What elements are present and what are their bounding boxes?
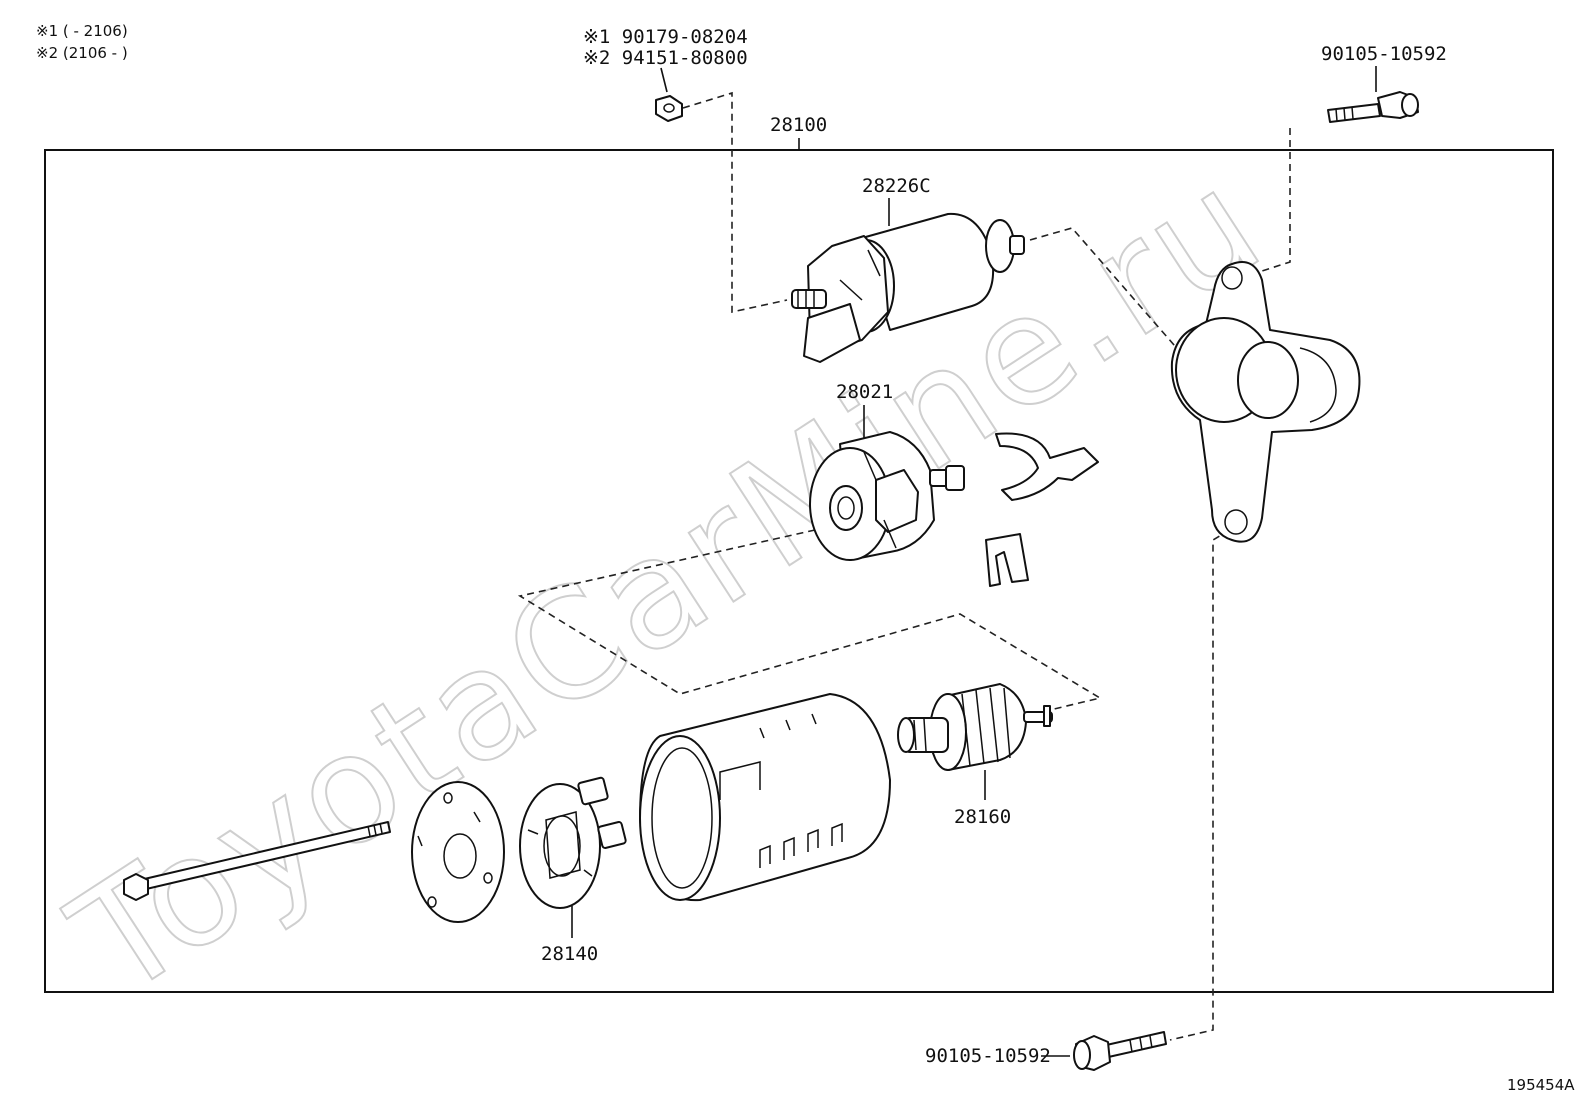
housing-icon[interactable] [1170, 261, 1361, 543]
leader-nut [660, 67, 668, 93]
diagram-code: 195454A [1507, 1076, 1575, 1094]
bolt-top-icon[interactable] [1327, 91, 1419, 123]
through-bolt-icon[interactable] [123, 821, 391, 901]
dash-motor-frame [517, 529, 1103, 711]
nut-icon[interactable] [655, 95, 683, 122]
shift-lever-icon[interactable] [995, 432, 1099, 501]
label-solenoid[interactable]: 28226C [862, 175, 931, 197]
armature-icon[interactable] [897, 683, 1053, 771]
note-2: ※2 (2106 - ) [36, 44, 128, 62]
end-plate-icon[interactable] [411, 781, 505, 923]
motor-unit-icon[interactable] [809, 431, 965, 561]
label-bolt-bottom[interactable]: 90105-10592 [925, 1045, 1051, 1067]
yoke-icon[interactable] [639, 693, 891, 902]
label-bolt-top[interactable]: 90105-10592 [1321, 43, 1447, 65]
dash-nut-solenoid [682, 91, 788, 313]
solenoid-icon[interactable] [791, 212, 1025, 363]
label-brush-holder[interactable]: 28140 [541, 943, 598, 965]
dash-bolt-bottom [1169, 523, 1241, 1041]
brush-holder-icon[interactable] [519, 776, 627, 909]
label-armature[interactable]: 28160 [954, 806, 1011, 828]
lever-clip-icon[interactable] [985, 533, 1029, 587]
bolt-bottom-icon[interactable] [1073, 1031, 1167, 1071]
label-assembly[interactable]: 28100 [770, 114, 827, 136]
label-motor-unit[interactable]: 28021 [836, 381, 893, 403]
note-1: ※1 ( - 2106) [36, 22, 128, 40]
label-nut-1[interactable]: ※1 90179-08204 [583, 26, 748, 48]
label-nut-2[interactable]: ※2 94151-80800 [583, 47, 748, 69]
